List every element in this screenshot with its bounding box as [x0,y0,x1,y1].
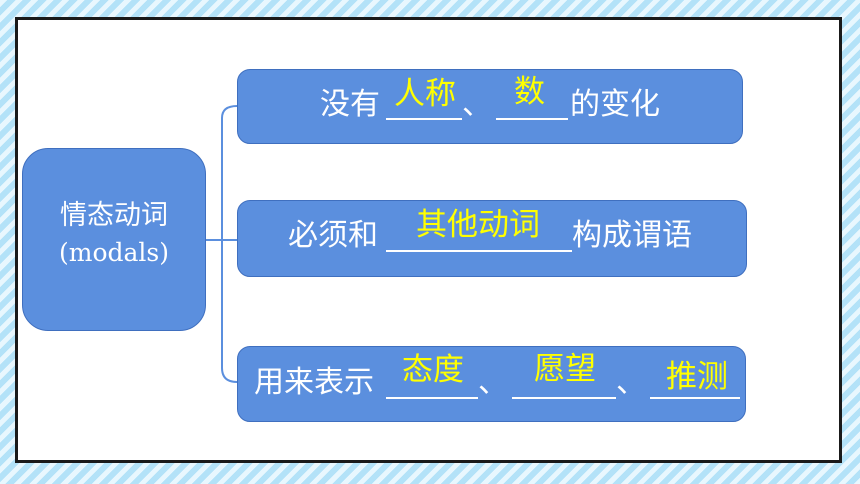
branch-1-prefix: 没有 [320,87,380,122]
branch-3-answer-1: 态度 [402,352,464,388]
branch-3-separator-1: 、 [478,365,508,400]
root-title: 情态动词 [60,200,168,231]
branch-3-blank-2 [512,397,616,399]
branch-3-answer-3: 推测 [666,359,728,395]
branch-1-blank-2 [496,118,568,120]
branch-3-blank-1 [386,397,478,399]
root-subtitle: (modals) [59,238,169,267]
branch-3-blank-3 [650,397,740,399]
branch-1-answer-1: 人称 [394,76,456,112]
branch-3-separator-2: 、 [616,365,646,400]
branch-3-answer-2: 愿望 [534,351,596,387]
branch-node-2: 必须和 其他动词 构成谓语 [237,200,747,277]
root-node-modals: 情态动词 (modals) [22,148,206,331]
branch-1-blank-1 [386,118,462,120]
branch-2-prefix: 必须和 [288,218,378,253]
branch-2-answer-1: 其他动词 [416,207,540,243]
branch-1-suffix: 的变化 [570,87,660,122]
branch-1-separator: 、 [462,87,492,122]
branch-node-3: 用来表示 态度 、 愿望 、 推测 [237,346,746,422]
branch-1-answer-2: 数 [514,74,545,110]
branch-node-1: 没有 人称 、 数 的变化 [237,69,743,144]
branch-2-suffix: 构成谓语 [572,218,692,253]
branch-3-prefix: 用来表示 [254,365,374,400]
branch-2-blank-1 [386,250,572,252]
